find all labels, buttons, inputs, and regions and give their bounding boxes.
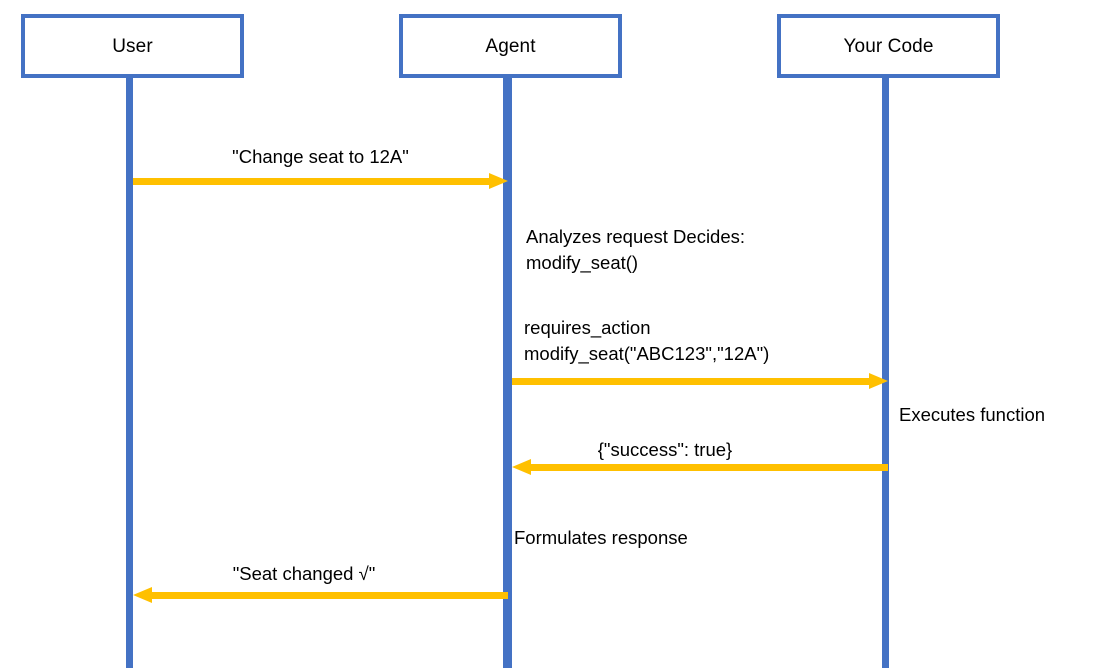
note-formulates-response: Formulates response [514,527,688,548]
participant-label-your-code: Your Code [843,35,934,57]
message-label-requires-action: requires_action modify_seat("ABC123","12… [524,317,770,364]
arrow-shaft [133,178,489,185]
arrow-shaft [152,592,508,599]
arrow-shaft [512,378,869,385]
participant-label-agent: Agent [485,35,536,57]
lifeline-agent [503,78,512,668]
participant-label-user: User [112,35,153,57]
arrow-head-right [489,173,508,189]
message-label-change-seat: "Change seat to 12A" [232,146,409,167]
lifeline-user [126,78,133,668]
arrow-head-right [869,373,888,389]
arrow-head-left [512,459,531,475]
arrow-head-left [133,587,152,603]
note-executes-function: Executes function [899,404,1046,425]
note-analyzes-request: Analyzes request Decides: modify_seat() [526,226,746,273]
participant-box-your-code: Your Code [777,14,1000,78]
participant-box-user: User [21,14,244,78]
participant-box-agent: Agent [399,14,622,78]
message-label-seat-changed: "Seat changed √" [232,563,376,584]
message-label-success: {"success": true} [597,439,733,460]
arrow-shaft [531,464,888,471]
